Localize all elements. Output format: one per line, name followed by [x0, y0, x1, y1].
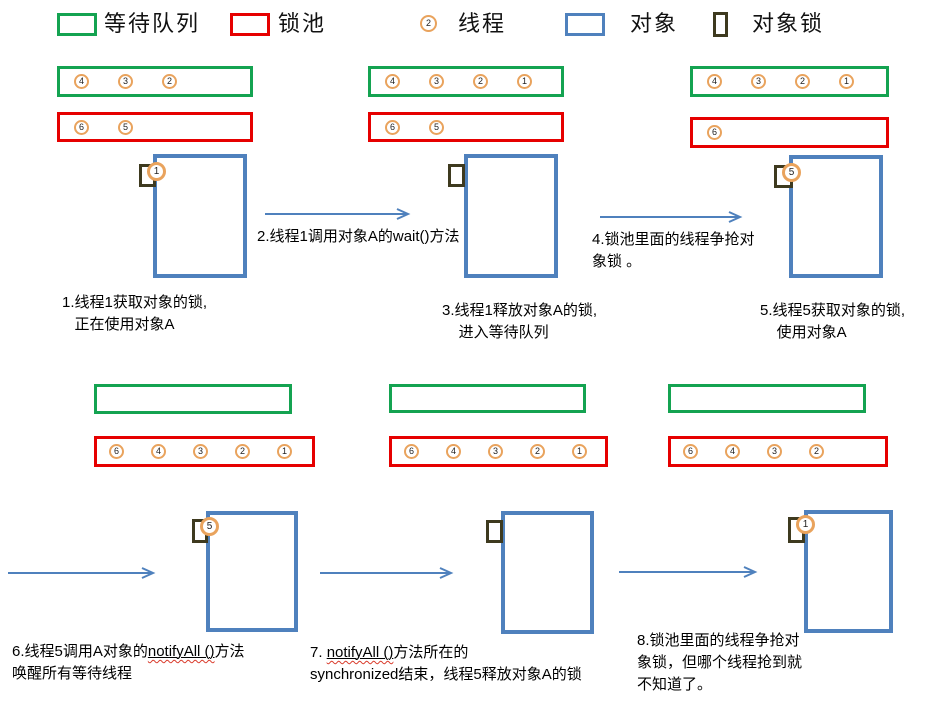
object-lock: 1: [139, 162, 166, 187]
lock-holder-thread-badge: 1: [147, 162, 166, 181]
thread-badge: 2: [809, 444, 824, 459]
thread-badge: 2: [795, 74, 810, 89]
thread-badge: 2: [162, 74, 177, 89]
flow-arrow: [8, 567, 156, 579]
object-box: [206, 511, 298, 632]
legend-swatch-lock-pool: [230, 13, 270, 36]
thread-badge: 3: [488, 444, 503, 459]
arrow-label: 2.线程1调用对象A的wait()方法: [257, 228, 460, 245]
legend-swatch-wait-queue: [57, 13, 97, 36]
thread-badge: 5: [429, 119, 444, 135]
flow-arrow: [619, 566, 758, 578]
caption-code-underline: notifyAll (): [148, 643, 215, 660]
thread-badge: 2: [473, 74, 488, 89]
thread-badge: 3: [767, 444, 782, 459]
object-lock: [448, 164, 465, 187]
step-caption: 8.锁池里面的线程争抢对 象锁，但哪个线程抢到就 不知道了。: [637, 632, 803, 693]
thread-badge: 4: [151, 444, 166, 459]
thread-badge: 1: [839, 74, 854, 89]
thread-badge: 4: [446, 444, 461, 459]
thread-badge: 6: [683, 444, 698, 459]
lock-holder-thread-badge: 5: [200, 517, 219, 536]
thread-badge: 2: [530, 444, 545, 459]
thread-badge: 6: [404, 444, 419, 459]
object-box: [464, 154, 558, 278]
thread-badge: 5: [118, 119, 133, 135]
lock-pool-box: 6 4 3 2 1: [389, 436, 608, 467]
object-lock: 1: [788, 515, 815, 543]
thread-badge: 1: [277, 444, 292, 459]
legend-swatch-object-lock: [713, 12, 728, 37]
object-box: [789, 155, 883, 278]
thread-badge: 3: [193, 444, 208, 459]
step-caption: 3.线程1释放对象A的锁, 进入等待队列: [442, 302, 598, 341]
lock-pool-box: 6: [690, 117, 889, 148]
thread-badge: 6: [707, 125, 722, 140]
thread-badge: 6: [74, 119, 89, 135]
flow-arrow: [600, 211, 743, 223]
step-caption: 7. notifyAll ()方法所在的 synchronized结束，线程5释放…: [310, 642, 650, 686]
thread-badge: 4: [725, 444, 740, 459]
flow-arrow: [265, 208, 411, 220]
wait-queue-box: [389, 384, 586, 413]
caption-text: 唤醒所有等待线程: [12, 665, 133, 682]
wait-queue-box: 4 3 2: [57, 66, 253, 97]
caption-code: notifyAll (): [326, 644, 394, 661]
thread-badge: 2: [235, 444, 250, 459]
wait-queue-box: [668, 384, 866, 413]
thread-badge: 4: [707, 74, 722, 89]
lock-holder-thread-badge: 5: [782, 163, 801, 182]
arrow-label: 4.锁池里面的线程争抢对 象锁 。: [592, 231, 755, 270]
thread-badge: 3: [429, 74, 444, 89]
flow-arrow: [320, 567, 454, 579]
caption-text: synchronized结束，线程5释放对象A的锁: [310, 666, 582, 683]
step-caption: 6.线程5调用A对象的notifyAll ()方法唤醒所有等待线程: [12, 641, 312, 685]
legend-label-object-lock: 对象锁: [752, 11, 825, 36]
caption-code: notifyAll (): [147, 643, 215, 660]
step-caption: 5.线程5获取对象的锁, 使用对象A: [760, 302, 906, 341]
legend-label-object: 对象: [630, 11, 679, 36]
legend-swatch-object: [565, 13, 605, 36]
object-box: [804, 510, 893, 633]
caption-text: 7.: [310, 644, 327, 661]
thread-badge: 4: [74, 74, 89, 89]
object-box: [501, 511, 594, 634]
object-box: [153, 154, 247, 278]
legend-label-thread: 线程: [458, 11, 507, 36]
thread-badge: 4: [385, 74, 400, 89]
object-lock: 5: [192, 517, 219, 543]
wait-queue-box: 4 3 2 1: [368, 66, 564, 97]
thread-circle-icon: 2: [420, 15, 437, 32]
thread-badge: 6: [385, 119, 400, 135]
wait-queue-box: 4 3 2 1: [690, 66, 889, 97]
caption-text: 方法所在的: [393, 644, 469, 661]
thread-badge: 3: [118, 74, 133, 89]
object-lock: [486, 520, 503, 543]
object-lock: 5: [774, 163, 801, 188]
lock-pool-box: 6 4 3 2: [668, 436, 888, 467]
caption-code-underline: notifyAll (): [327, 644, 394, 661]
legend-label-lock-pool: 锁池: [278, 11, 327, 36]
thread-badge: 3: [751, 74, 766, 89]
thread-badge: 1: [572, 444, 587, 459]
legend-label-wait-queue: 等待队列: [104, 11, 201, 36]
caption-text: 6.线程5调用A对象的: [12, 643, 148, 660]
lock-pool-box: 6 4 3 2 1: [94, 436, 315, 467]
thread-badge: 1: [517, 74, 532, 89]
step-caption: 1.线程1获取对象的锁, 正在使用对象A: [62, 294, 208, 333]
wait-queue-box: [94, 384, 292, 414]
thread-badge: 6: [109, 444, 124, 459]
caption-text: 方法: [214, 643, 245, 660]
lock-holder-thread-badge: 1: [796, 515, 815, 534]
